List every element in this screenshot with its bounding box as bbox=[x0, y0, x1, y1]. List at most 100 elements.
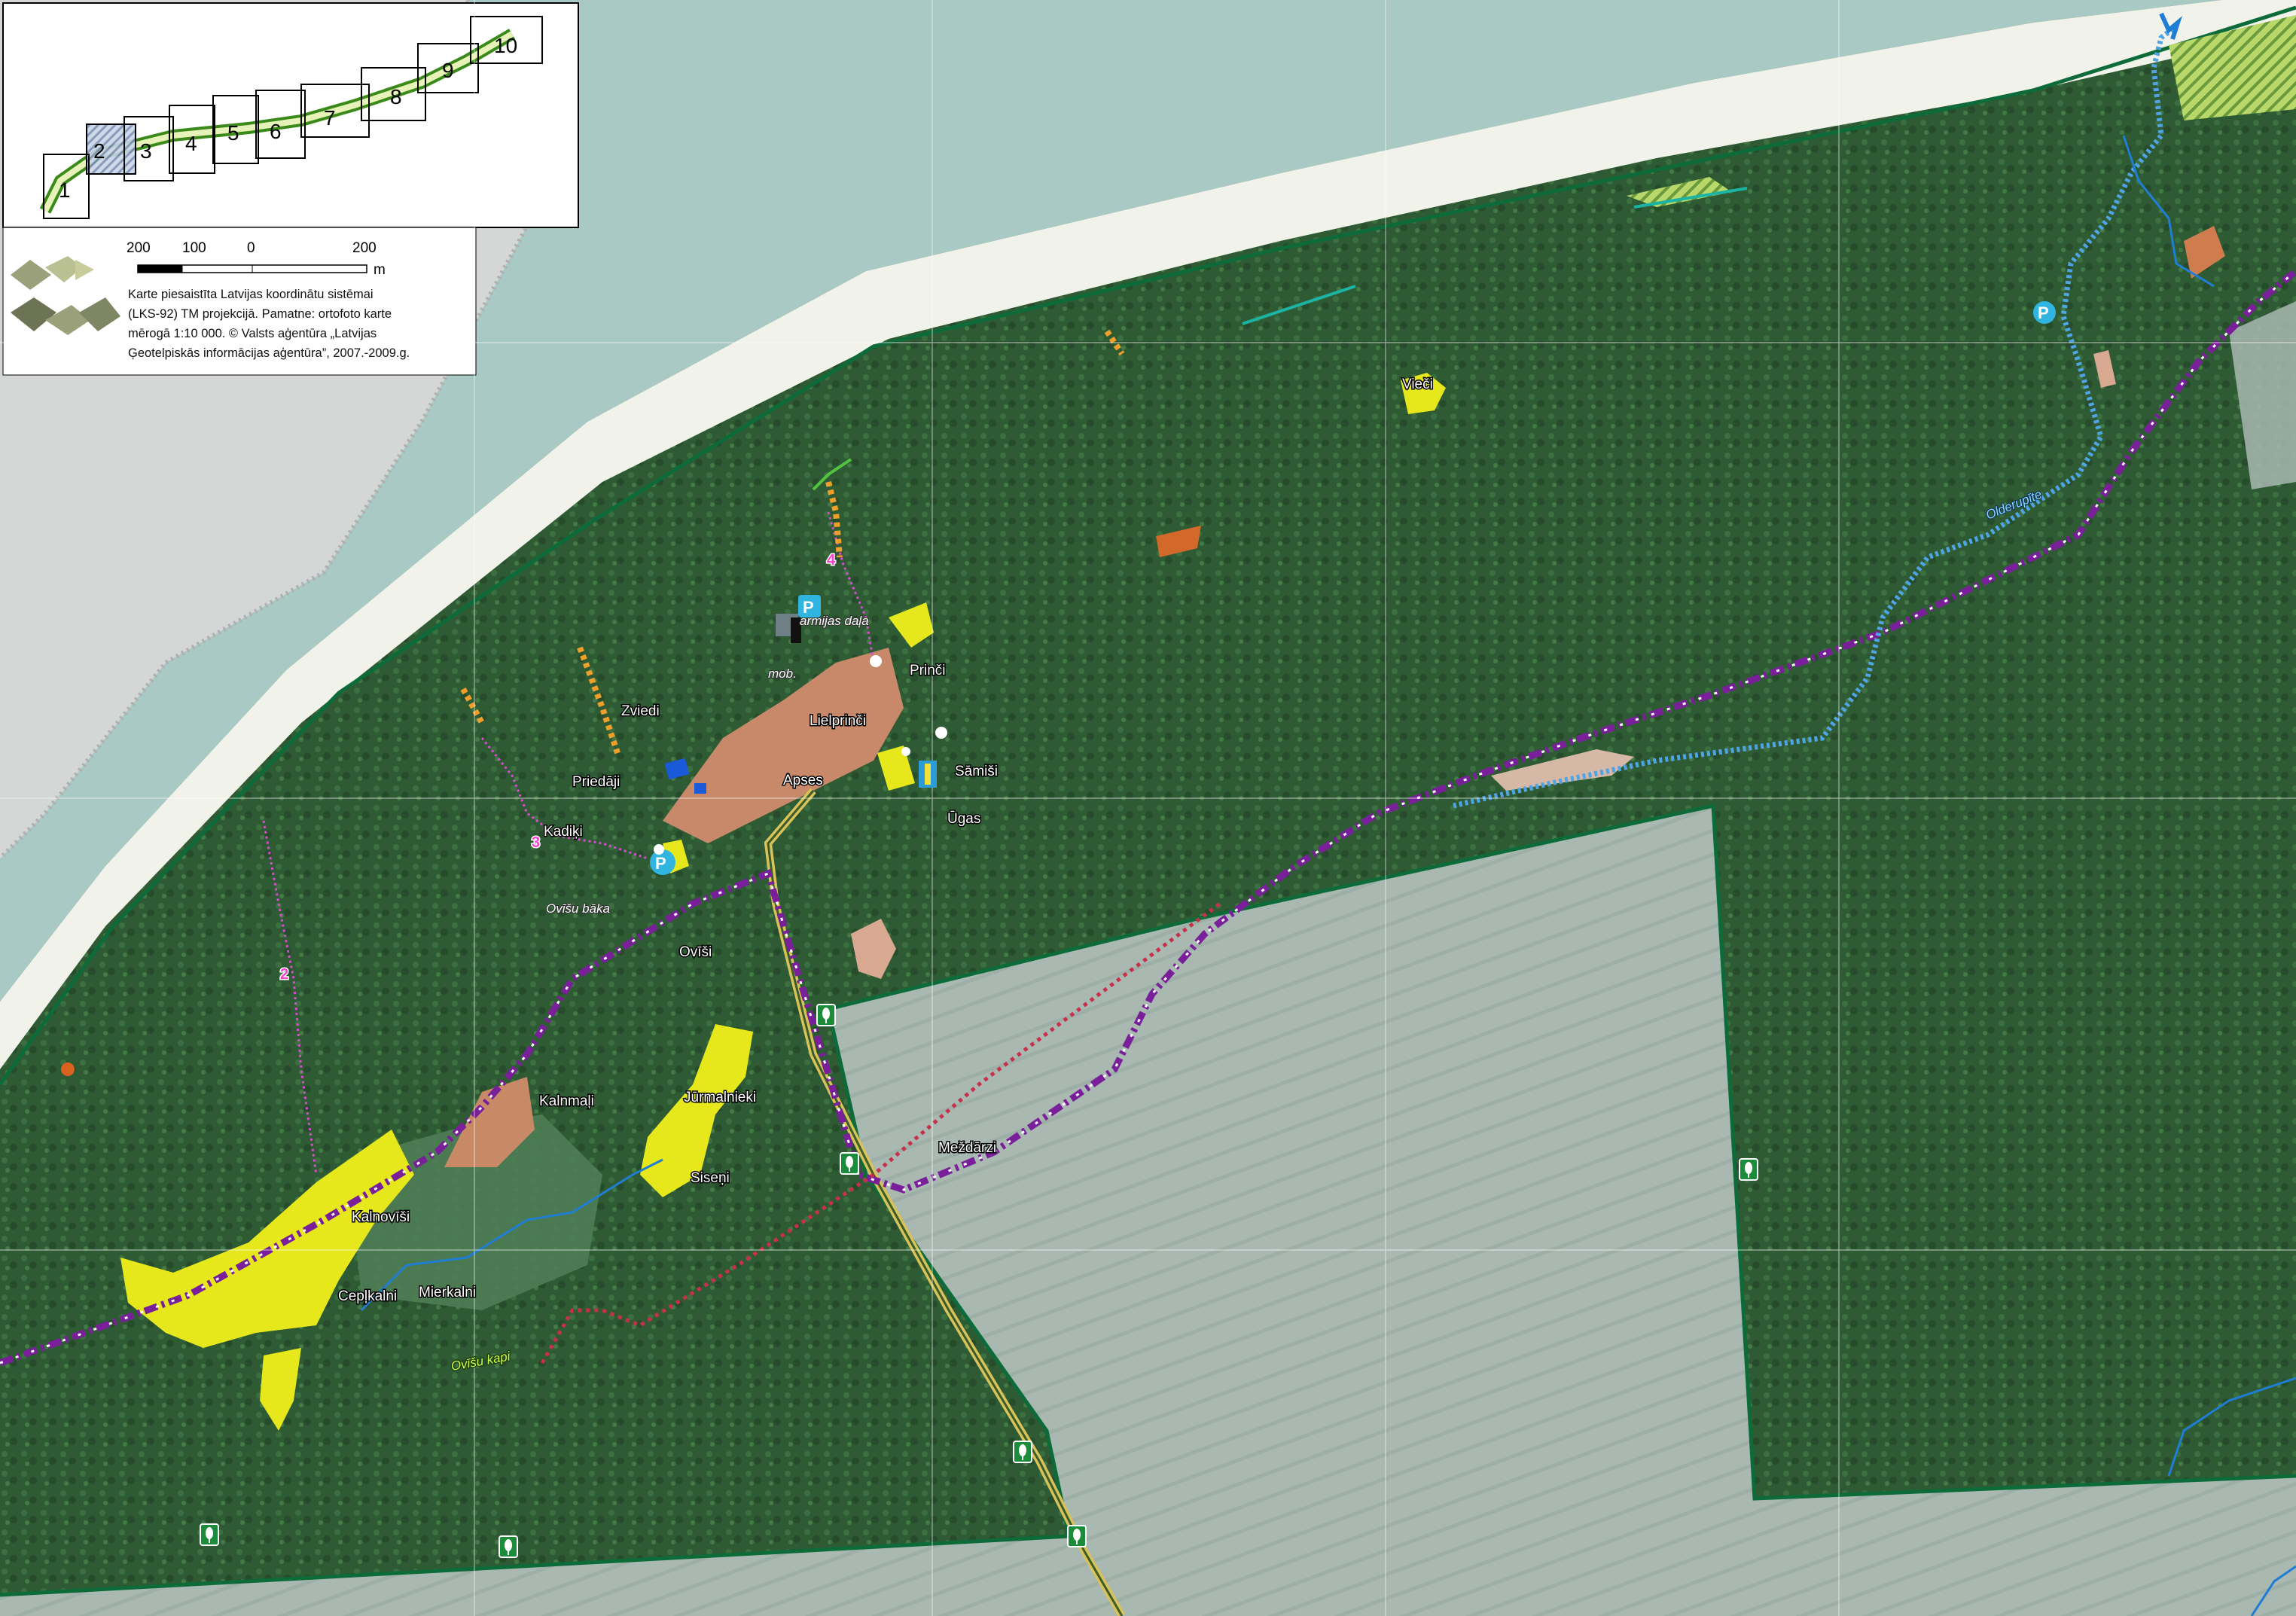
yellow-area-jurmalnieki bbox=[640, 1024, 753, 1197]
place-label: Prinči bbox=[910, 663, 946, 678]
protected-area-boundary bbox=[828, 803, 2296, 1501]
poi-dot bbox=[935, 727, 947, 739]
credit-line-4: Ģeotelpiskās informācijas aģentūra”, 200… bbox=[128, 346, 410, 360]
key-sheet-number: 5 bbox=[227, 121, 239, 145]
place-labels: ViečiPrinčiLielprinčiZviediApsesSāmišiPr… bbox=[337, 376, 1435, 1306]
place-label: Meždārzi bbox=[938, 1140, 996, 1156]
building-blue-small bbox=[694, 783, 706, 794]
scale-tick-200-right: 200 bbox=[352, 240, 377, 256]
dune-hatched-area-ne bbox=[2169, 15, 2296, 120]
route-4 bbox=[827, 511, 875, 663]
key-sheet-frame bbox=[300, 84, 370, 138]
beach-strip bbox=[0, 0, 2296, 1069]
italic-label: armijas daļa bbox=[800, 614, 869, 628]
coastal-teal-segment-2 bbox=[1633, 187, 1748, 209]
stream-north bbox=[2122, 135, 2215, 288]
orange-area-ne bbox=[2184, 226, 2225, 279]
credit-line-3: mērogā 1:10 000. © Valsts aģentūra „Latv… bbox=[128, 327, 377, 340]
key-sheet-frame bbox=[212, 95, 259, 164]
yellow-area-samisi bbox=[877, 745, 915, 791]
orange-area-forest bbox=[1156, 526, 1201, 557]
coastal-teal-segment bbox=[1242, 285, 1356, 325]
scale-tick-200-left: 200 bbox=[127, 240, 151, 256]
key-sheet-frame bbox=[417, 43, 479, 93]
nature-reserve-marker-icon bbox=[1739, 1158, 1758, 1181]
italic-labels: armijas daļa mob. Ovīšu bāka bbox=[545, 613, 870, 916]
place-label: Lielprinči bbox=[810, 713, 866, 729]
stream-south-east-2 bbox=[2250, 1565, 2296, 1616]
yellow-area-south bbox=[260, 1348, 301, 1431]
nature-reserve-marker-icon bbox=[840, 1152, 859, 1175]
nature-reserve-marker-icon bbox=[816, 1004, 836, 1026]
italic-label: mob. bbox=[768, 666, 797, 681]
credit-line-2: (LKS-92) TM projekcijā. Pamatne: ortofot… bbox=[128, 307, 392, 321]
place-label: Cepļkalni bbox=[338, 1288, 397, 1304]
italic-label: Ovīšu bāka bbox=[546, 901, 610, 916]
key-sheet-frame bbox=[255, 90, 306, 159]
key-sheet-frame bbox=[123, 116, 174, 181]
place-label: Zviedi bbox=[621, 703, 660, 719]
orange-area-kalnmali bbox=[444, 1077, 535, 1167]
protected-area-boundary-south bbox=[0, 1008, 1072, 1597]
reserve-markers bbox=[200, 1004, 1758, 1558]
hiking-trail-purple bbox=[0, 268, 2296, 1367]
key-sheet-number: 1 bbox=[59, 178, 71, 202]
parking-sign-east: P bbox=[2033, 301, 2056, 324]
scale-tick-0: 0 bbox=[247, 240, 255, 256]
building-blue bbox=[664, 758, 690, 780]
sea-area bbox=[0, 0, 2221, 1002]
key-sheet-number: 6 bbox=[270, 120, 282, 143]
key-sheet-number: 3 bbox=[140, 139, 152, 163]
place-label: Jūrmalnieki bbox=[684, 1090, 756, 1105]
pink-clearing-ne bbox=[2093, 350, 2116, 388]
river-trail-blue bbox=[1453, 24, 2179, 809]
nature-reserve-marker-icon bbox=[499, 1535, 518, 1558]
beach-access-3 bbox=[825, 481, 843, 558]
route-number-4: 4 bbox=[827, 552, 836, 569]
poi-dot bbox=[870, 655, 882, 667]
lvgma-logo bbox=[11, 256, 120, 335]
key-sheet-frame bbox=[43, 154, 90, 219]
path-red-dotted bbox=[540, 902, 1221, 1364]
place-label: Kalnovīši bbox=[352, 1209, 410, 1225]
pink-clearing-east bbox=[1491, 749, 1634, 791]
nature-reserve-marker-icon bbox=[1067, 1525, 1087, 1547]
key-sheet-frame bbox=[86, 123, 136, 175]
place-label: Apses bbox=[783, 773, 823, 788]
place-label: Ūgas bbox=[947, 811, 980, 827]
place-label: Ovīši bbox=[679, 944, 712, 960]
legend-box: 200 100 0 200 m Karte piesaistīta Latvij… bbox=[2, 227, 477, 376]
info-icon bbox=[919, 761, 937, 788]
nature-reserve-marker-icon bbox=[1013, 1441, 1032, 1463]
place-label: Kadiķi bbox=[544, 824, 583, 840]
route-3 bbox=[480, 737, 648, 860]
pink-clearing bbox=[851, 919, 896, 979]
yellow-area-vieci bbox=[1401, 373, 1446, 414]
river-arrow bbox=[2159, 12, 2182, 40]
coastal-zone-line bbox=[0, 5, 2296, 1086]
key-sheet-number: 9 bbox=[442, 59, 454, 82]
parking-sign-letter: P bbox=[655, 854, 666, 873]
place-label: Mierkalni bbox=[419, 1285, 476, 1300]
poi-dot bbox=[901, 747, 910, 756]
route-number-2: 2 bbox=[280, 966, 288, 983]
key-sheet-number: 7 bbox=[324, 106, 336, 130]
beach-access-1 bbox=[460, 688, 485, 724]
parking-sign-kadiki: P bbox=[650, 849, 675, 875]
parking-sign-north: P bbox=[798, 595, 821, 617]
beach-access-green bbox=[812, 458, 852, 491]
lighthouse-dot bbox=[61, 1063, 75, 1076]
scale-bar bbox=[137, 264, 367, 273]
building-dark bbox=[791, 617, 801, 643]
key-sheet-number: 8 bbox=[390, 85, 402, 108]
dune-hatched-area bbox=[1627, 177, 1732, 207]
key-sheet-frame bbox=[169, 105, 215, 174]
orange-area bbox=[663, 648, 904, 843]
place-label: Sāmiši bbox=[955, 764, 998, 779]
yellow-area-princi bbox=[889, 602, 934, 648]
protected-area bbox=[0, 806, 2296, 1616]
